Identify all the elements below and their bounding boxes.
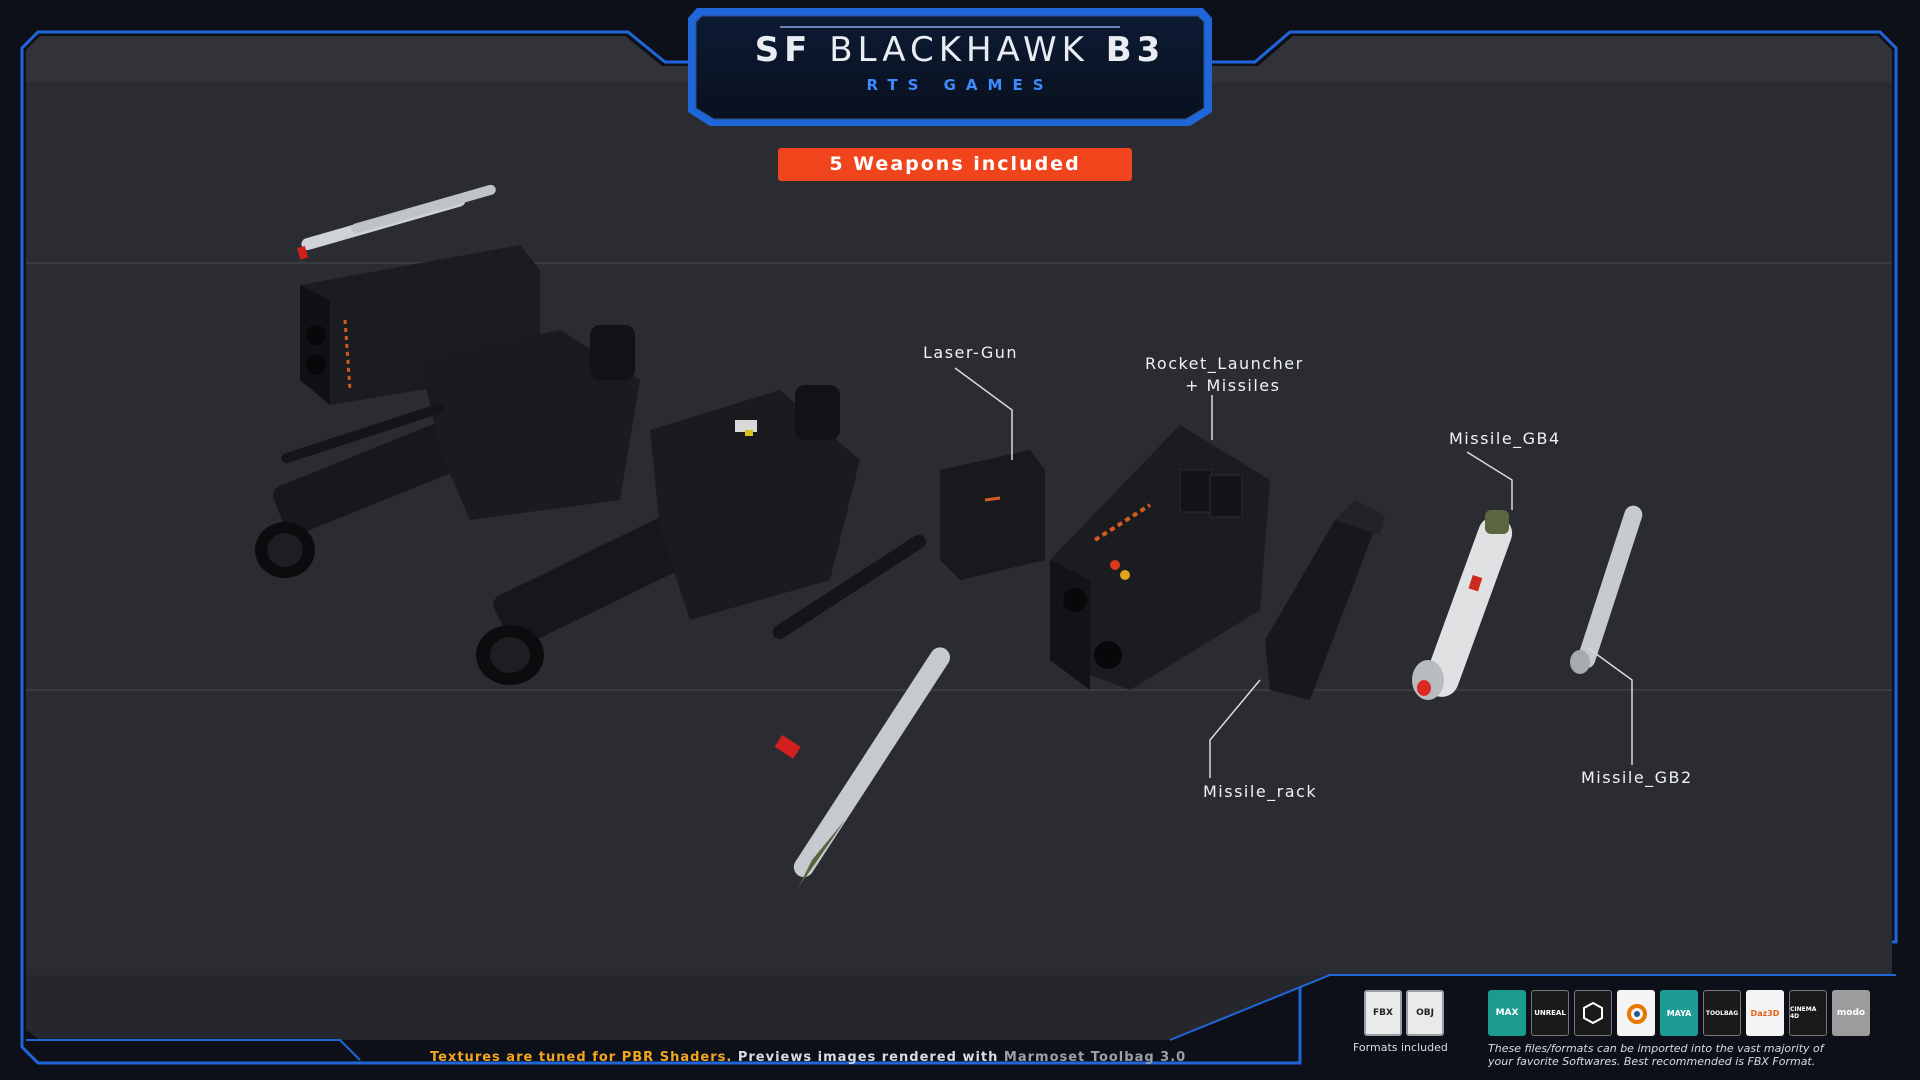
label-laser-gun: Laser-Gun xyxy=(923,343,1018,362)
leader-missile-gb2 xyxy=(1587,647,1633,765)
formats-caption: Formats included xyxy=(1353,1041,1448,1054)
minigun-render-1 xyxy=(255,325,640,578)
leader-missile-rack xyxy=(1209,679,1261,778)
cinema4d-icon: CINEMA 4D xyxy=(1789,990,1827,1036)
3dsmax-icon: MAX xyxy=(1488,990,1526,1036)
page-subtitle: RTS GAMES xyxy=(866,76,1054,94)
rocket-pod-render xyxy=(297,184,540,405)
label-rocket-launcher: Rocket_Launcher xyxy=(1145,354,1304,373)
leader-missile-gb4 xyxy=(1466,451,1513,510)
daz3d-icon: Daz3D xyxy=(1746,990,1784,1036)
render-note: Previews images rendered with xyxy=(732,1050,1004,1065)
software-caption-2: your favorite Softwares. Best recommende… xyxy=(1488,1055,1816,1068)
rocket-launcher-render xyxy=(1050,425,1270,690)
page-title: SF BLACKHAWK B3 xyxy=(754,30,1166,70)
missile-render xyxy=(774,647,950,888)
footer-note: Textures are tuned for PBR Shaders. Prev… xyxy=(430,1050,1186,1065)
software-caption-1: These files/formats can be imported into… xyxy=(1488,1042,1824,1055)
label-rocket-launcher-missiles: + Missiles xyxy=(1185,376,1281,395)
pbr-note: Textures are tuned for PBR Shaders. xyxy=(430,1050,733,1065)
label-missile-rack: Missile_rack xyxy=(1203,782,1318,801)
unreal-icon: UNREAL xyxy=(1531,990,1569,1036)
obj-icon: OBJ xyxy=(1406,990,1444,1036)
substance-icon: TOOLBAG xyxy=(1703,990,1741,1036)
missile-rack-render xyxy=(1265,500,1385,700)
maya-icon: MAYA xyxy=(1660,990,1698,1036)
missile-gb2-render xyxy=(1468,505,1643,674)
blender-icon xyxy=(1617,990,1655,1036)
laser-gun-render xyxy=(772,450,1045,640)
label-missile-gb4: Missile_GB4 xyxy=(1449,429,1561,448)
label-missile-gb2: Missile_GB2 xyxy=(1581,768,1693,787)
modo-icon: modo xyxy=(1832,990,1870,1036)
missile-gb4-render xyxy=(1412,510,1513,700)
marmoset-note: Marmoset Toolbag 3.0 xyxy=(1003,1050,1187,1065)
leader-laser-gun xyxy=(954,367,1013,460)
weapons-count-badge: 5 Weapons included xyxy=(778,148,1132,181)
fbx-icon: FBX xyxy=(1364,990,1402,1036)
minigun-render-2 xyxy=(476,385,860,685)
unity-icon xyxy=(1574,990,1612,1036)
